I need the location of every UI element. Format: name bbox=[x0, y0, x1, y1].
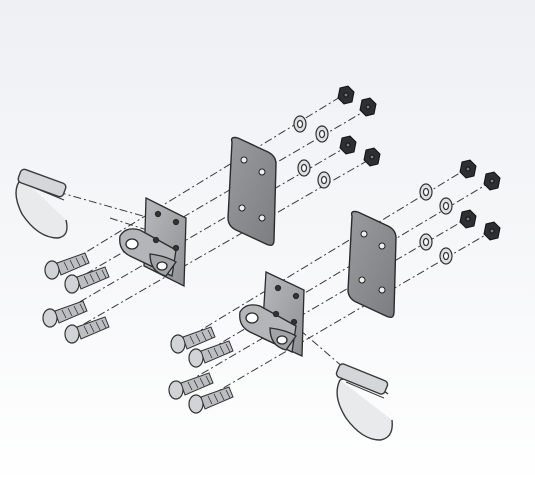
lock-nut bbox=[363, 147, 381, 167]
hinge-bracket bbox=[119, 196, 187, 288]
carriage-bolt-8 bbox=[188, 386, 234, 414]
lock-nut bbox=[339, 135, 357, 155]
lock-nuts bbox=[337, 85, 381, 167]
carriage-bolt-6 bbox=[188, 340, 234, 368]
lock-nut bbox=[337, 85, 355, 105]
hitch-pin-clip bbox=[335, 363, 393, 441]
flat-washer bbox=[293, 115, 307, 133]
lock-nut bbox=[483, 171, 501, 191]
hitch-pin-clip bbox=[15, 168, 68, 239]
flat-washers bbox=[419, 183, 453, 265]
flat-washers bbox=[293, 115, 331, 189]
carriage-bolt-2 bbox=[64, 266, 110, 294]
flat-washer bbox=[419, 233, 433, 251]
lock-nuts bbox=[459, 159, 501, 241]
flat-washer bbox=[419, 183, 433, 201]
flat-washer bbox=[297, 159, 311, 177]
flat-washer bbox=[439, 247, 453, 265]
flat-washer bbox=[315, 125, 329, 143]
backing-plate bbox=[347, 210, 397, 319]
flat-washer bbox=[439, 197, 453, 215]
flat-washer bbox=[317, 171, 331, 189]
lock-nut bbox=[483, 221, 501, 241]
lock-nut bbox=[359, 97, 377, 117]
lock-nut bbox=[459, 209, 477, 229]
lock-nut bbox=[459, 159, 477, 179]
carriage-bolt-4 bbox=[64, 316, 110, 344]
carriage-bolt-5 bbox=[170, 326, 216, 354]
carriage-bolt-3 bbox=[42, 300, 88, 328]
backing-plate bbox=[227, 136, 277, 247]
carriage-bolt-1 bbox=[44, 252, 90, 280]
carriage-bolt-7 bbox=[168, 372, 214, 400]
assembly-upper-left bbox=[15, 85, 381, 344]
hinge-bracket bbox=[239, 271, 305, 357]
assembly-lower-right bbox=[168, 159, 501, 441]
